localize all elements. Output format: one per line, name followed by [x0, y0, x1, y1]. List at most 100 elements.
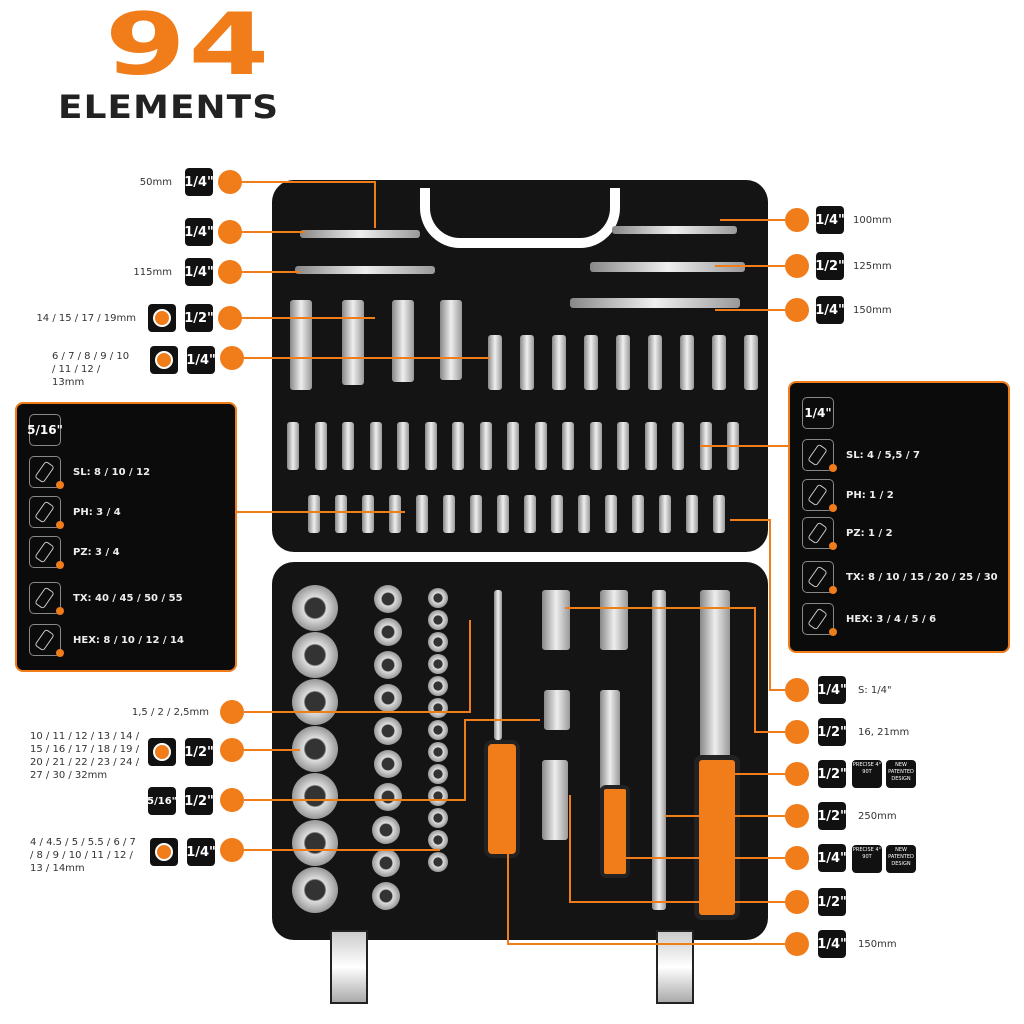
socket	[374, 684, 402, 712]
socket	[292, 632, 338, 678]
left-bits-panel: 5/16" SL: 8 / 10 / 12 PH: 3 / 4 PZ: 3 / …	[15, 402, 237, 672]
slotted-bit-icon	[802, 439, 837, 472]
socket	[428, 830, 448, 850]
bit	[589, 422, 602, 470]
bit	[389, 495, 401, 533]
callout-label: 150mm	[853, 305, 892, 316]
bit	[424, 422, 437, 470]
socket	[428, 808, 448, 828]
socket	[292, 867, 338, 913]
callout-label: 50mm	[139, 177, 172, 188]
bit	[524, 495, 536, 533]
socket	[428, 764, 448, 784]
bit	[497, 495, 509, 533]
socket	[374, 651, 402, 679]
bit-spec: PZ: 1 / 2	[846, 527, 893, 539]
hex-socket-icon	[150, 838, 178, 866]
socket	[428, 610, 448, 630]
bit	[507, 422, 519, 470]
callout-label: 10 / 11 / 12 / 13 / 14 / 15 / 16 / 17 / …	[30, 731, 140, 781]
adapter	[544, 690, 570, 730]
callout-dot	[785, 932, 809, 956]
callout-dot	[785, 678, 809, 702]
drive-badge: 1/4"	[186, 346, 216, 374]
drive-badge: 1/2"	[817, 718, 847, 746]
drive-badge: 1/2"	[815, 252, 845, 280]
case-base	[272, 562, 768, 940]
callout-dot	[220, 346, 244, 370]
callout-label: 16, 21mm	[858, 727, 910, 738]
precise-90t-badge: PRECISE 4° 90T	[852, 845, 882, 873]
callout-dot	[785, 762, 809, 786]
socket	[292, 820, 338, 866]
hex-socket-icon	[150, 346, 178, 374]
bit-spec: TX: 40 / 45 / 50 / 55	[73, 592, 183, 604]
drive-badge: 1/4"	[817, 676, 847, 704]
deep-socket	[520, 335, 534, 390]
latch-left	[330, 930, 368, 1004]
deep-socket	[440, 300, 462, 380]
callout-dot	[785, 846, 809, 870]
extension-bar	[612, 226, 737, 234]
hex-socket-icon	[148, 738, 176, 766]
drive-badge: 1/4"	[815, 296, 845, 324]
patented-design-badge: NEW PATENTED DESIGN	[886, 760, 916, 788]
patented-design-badge: NEW PATENTED DESIGN	[886, 845, 916, 873]
drive-badge: 1/4"	[184, 168, 214, 196]
ratchet-1-2	[700, 590, 730, 760]
bit	[713, 495, 725, 533]
callout-label: 250mm	[858, 811, 897, 822]
callout-label: 125mm	[853, 261, 892, 272]
drive-badge: 1/2"	[817, 802, 847, 830]
callout-dot	[220, 700, 244, 724]
deep-socket	[290, 300, 312, 390]
callout-label: 6 / 7 / 8 / 9 / 10 / 11 / 12 / 13mm	[52, 351, 130, 388]
bit	[287, 422, 299, 470]
socket	[372, 849, 400, 877]
screwdriver-handle	[484, 740, 520, 858]
bit	[551, 495, 563, 533]
drive-badge: 1/2"	[817, 760, 847, 788]
screwdriver-shaft	[494, 590, 502, 740]
drive-badge: 1/4"	[817, 930, 847, 958]
socket	[374, 750, 402, 778]
socket	[428, 720, 448, 740]
deep-socket	[616, 335, 630, 390]
latch-right	[656, 930, 694, 1004]
socket	[428, 676, 448, 696]
socket	[372, 882, 400, 910]
socket	[374, 783, 402, 811]
hex-bit-icon	[29, 624, 64, 657]
bit	[452, 422, 464, 470]
hex-bit-icon	[802, 603, 837, 636]
bit	[470, 495, 482, 533]
bit-spec: SL: 8 / 10 / 12	[73, 466, 151, 478]
bit	[479, 422, 492, 470]
bit	[605, 495, 617, 533]
bit	[397, 422, 409, 470]
socket	[292, 585, 338, 631]
torx-bit-icon	[802, 561, 837, 594]
bit-spec: PZ: 3 / 4	[73, 546, 120, 558]
extension-250	[652, 590, 666, 910]
callout-label: 150mm	[858, 939, 897, 950]
pozidriv-bit-icon	[29, 536, 64, 569]
socket	[374, 618, 402, 646]
extension-bar	[300, 230, 420, 238]
callout-label: 4 / 4.5 / 5 / 5.5 / 6 / 7 / 8 / 9 / 10 /…	[30, 837, 136, 874]
callout-dot	[785, 804, 809, 828]
bit	[335, 495, 347, 533]
callout-label: 14 / 15 / 17 / 19mm	[36, 313, 136, 324]
bit	[416, 495, 428, 533]
callout-dot	[220, 738, 244, 762]
socket-21mm	[600, 590, 628, 650]
bit-spec: SL: 4 / 5,5 / 7	[846, 449, 920, 461]
element-count-label: ELEMENTS	[58, 88, 280, 126]
ratchet-1-4	[600, 690, 620, 790]
socket-16mm	[542, 590, 570, 650]
deep-socket	[744, 335, 758, 390]
drive-badge: 1/4"	[815, 206, 845, 234]
bit-spec: PH: 1 / 2	[846, 489, 894, 501]
